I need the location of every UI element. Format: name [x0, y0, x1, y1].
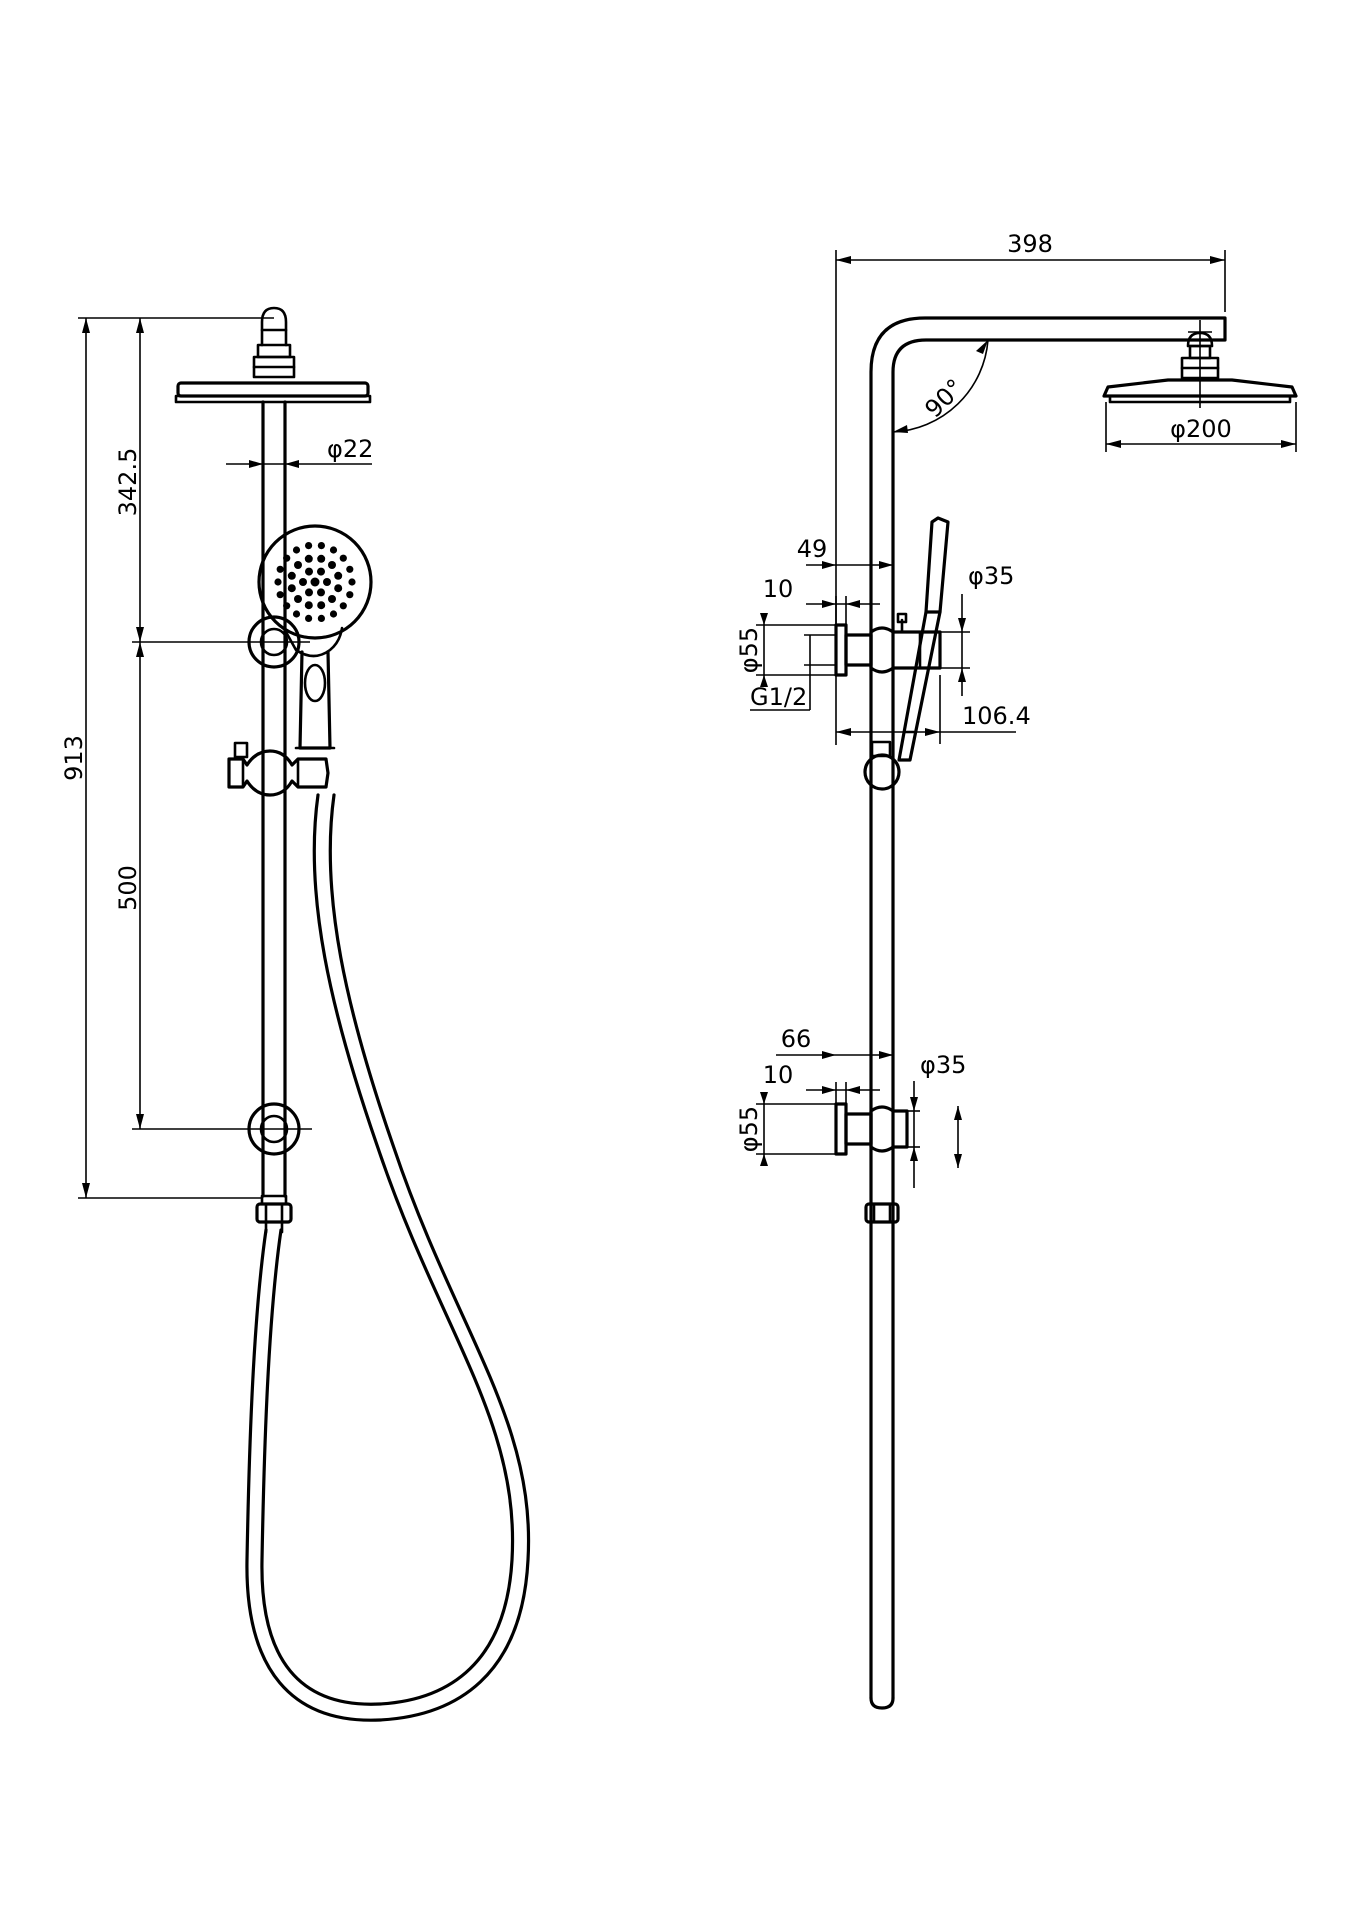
nozzle-dot: [323, 578, 331, 586]
dim-head-diameter: φ200: [1170, 415, 1232, 443]
nozzle-dot: [317, 542, 325, 550]
nozzle-dot: [328, 595, 336, 603]
nozzle-dot: [328, 561, 336, 569]
front-rain-head: [174, 381, 372, 404]
dim-thread-size: G1/2: [750, 683, 807, 711]
nozzle-dot: [287, 571, 296, 580]
nozzle-dot: [317, 554, 326, 563]
nozzle-dot: [287, 584, 296, 593]
front-dimensions: 913 342.5 500 φ22: [60, 317, 373, 1199]
dim-upper-offset: 49: [797, 535, 828, 563]
front-view: 913 342.5 500 φ22: [60, 306, 531, 1722]
nozzle-dot: [305, 614, 313, 623]
dim-lower-flange-depth: 10: [763, 1061, 794, 1089]
nozzle-dot: [283, 602, 291, 610]
front-bottom-nut: [255, 1194, 293, 1234]
front-hand-shower: [257, 524, 373, 658]
nozzle-dot: [317, 601, 326, 610]
nozzle-dot: [329, 610, 338, 618]
nozzle-dot: [310, 577, 320, 587]
front-swivel-ball: [252, 306, 296, 379]
nozzle-dot: [299, 578, 307, 586]
nozzle-dot: [339, 602, 347, 610]
dim-upper-flange-depth: 10: [763, 575, 794, 603]
nozzle-dot: [283, 554, 291, 562]
side-bottom-nut: [864, 1202, 900, 1224]
dim-upper-flange-diameter: φ55: [735, 627, 763, 673]
side-slide-holder: [863, 740, 901, 791]
front-slide-holder: [227, 741, 330, 797]
dim-lower-flange-diameter: φ55: [735, 1106, 763, 1152]
hand-shower-nozzles: [274, 542, 356, 623]
side-riser-arm: [869, 316, 1227, 1710]
nozzle-dot: [346, 591, 354, 599]
nozzle-dot: [317, 588, 325, 597]
dim-rail-diameter: φ22: [327, 435, 373, 463]
dim-lower-bracket-diameter: φ35: [920, 1051, 966, 1079]
nozzle-dot: [334, 584, 343, 593]
nozzle-dot: [274, 578, 282, 586]
nozzle-dot: [292, 610, 301, 618]
front-hose: [245, 793, 531, 1722]
side-dimensions: 398 90° φ200 49 10: [735, 230, 1297, 1188]
nozzle-dot: [317, 567, 325, 576]
nozzle-dot: [305, 588, 313, 597]
nozzle-dot: [276, 565, 284, 573]
dim-overall-height: 913: [60, 735, 88, 781]
nozzle-dot: [304, 554, 313, 563]
side-view: 398 90° φ200 49 10: [735, 230, 1298, 1710]
nozzle-dot: [305, 542, 313, 550]
dim-arm-reach: 398: [1007, 230, 1053, 258]
dim-lower-offset: 66: [781, 1025, 812, 1053]
dim-arm-angle: 90°: [919, 373, 969, 423]
dim-upper-projection: 106.4: [962, 702, 1031, 730]
nozzle-dot: [346, 565, 354, 573]
nozzle-dot: [339, 554, 347, 562]
side-lower-bracket: [834, 1102, 909, 1156]
nozzle-dot: [329, 546, 338, 554]
dim-upper-bracket-diameter: φ35: [968, 562, 1014, 590]
nozzle-dot: [304, 601, 313, 610]
nozzle-dot: [348, 578, 356, 586]
front-riser-rail: [261, 400, 287, 1198]
nozzle-dot: [317, 614, 325, 623]
front-hand-shower-handle: [294, 650, 336, 750]
nozzle-dot: [276, 591, 284, 599]
nozzle-dot: [294, 595, 302, 603]
nozzle-dot: [334, 571, 343, 580]
nozzle-dot: [292, 546, 301, 554]
nozzle-dot: [305, 567, 313, 576]
dim-head-to-bracket: 342.5: [114, 448, 142, 517]
dim-bracket-spacing: 500: [114, 865, 142, 911]
nozzle-dot: [294, 561, 302, 569]
side-rain-head: [1102, 320, 1298, 408]
